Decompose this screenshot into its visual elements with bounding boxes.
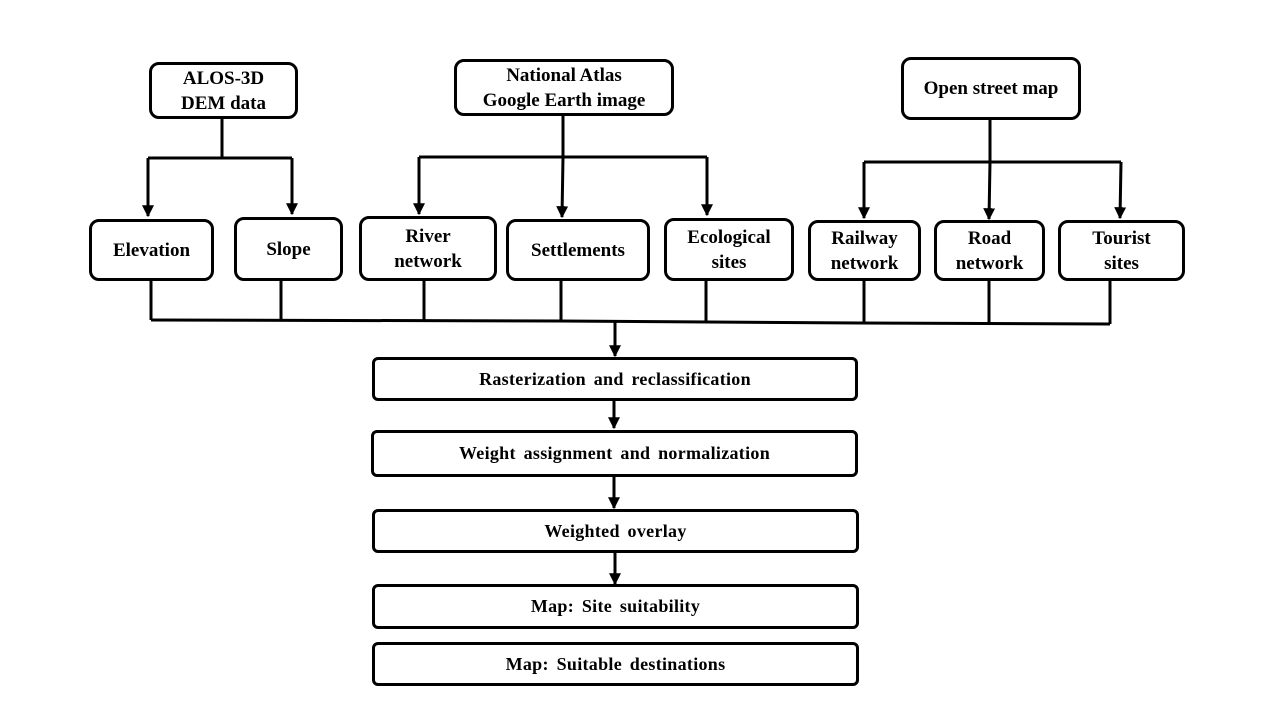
step-suitable-destinations-map-label: Map: Suitable destinations [505,653,726,674]
layer-slope-label: Slope [266,238,311,260]
arrow-to-settlements [556,156,569,219]
layer-river-network: River network [359,216,497,281]
arrow-to-road [983,161,996,221]
layer-tourist-sites-label: Tourist sites [1092,227,1151,274]
layer-ecological-sites: Ecological sites [664,218,794,281]
step-weight-assignment-label: Weight assignment and normalization [458,443,771,463]
step-rasterization: Rasterization and reclassification [372,357,858,401]
source-alos-dem: ALOS-3D DEM data [149,62,298,119]
step-weighted-overlay-label: Weighted overlay [544,520,687,541]
step-site-suitability-map: Map: Site suitability [372,584,859,629]
layer-railway-network: Railway network [808,220,921,281]
source-open-street-map: Open street map [901,57,1081,120]
layer-settlements: Settlements [506,219,650,281]
step-rasterization-label: Rasterization and reclassification [479,368,751,389]
layer-road-network: Road network [934,220,1045,281]
layer-river-network-label: River network [394,225,462,272]
layer-elevation: Elevation [89,219,214,281]
layer-railway-network-label: Railway network [830,227,899,274]
collector-bar [150,318,1111,326]
arrow-to-tourist [1114,161,1127,220]
source-open-street-map-label: Open street map [923,78,1059,99]
source-alos-dem-label: ALOS-3D DEM data [181,67,266,114]
layer-ecological-sites-label: Ecological sites [687,226,771,273]
layer-tourist-sites: Tourist sites [1058,220,1185,281]
step-weighted-overlay: Weighted overlay [372,509,859,553]
source-national-atlas-label: National Atlas Google Earth image [482,64,646,111]
step-weight-assignment: Weight assignment and normalization [371,430,858,477]
layer-settlements-label: Settlements [531,239,625,261]
source-national-atlas: National Atlas Google Earth image [454,59,674,116]
step-site-suitability-map-label: Map: Site suitability [530,596,701,616]
layer-elevation-label: Elevation [112,239,191,261]
step-suitable-destinations-map: Map: Suitable destinations [372,642,859,686]
layer-road-network-label: Road network [955,227,1024,274]
layer-slope: Slope [234,217,343,281]
